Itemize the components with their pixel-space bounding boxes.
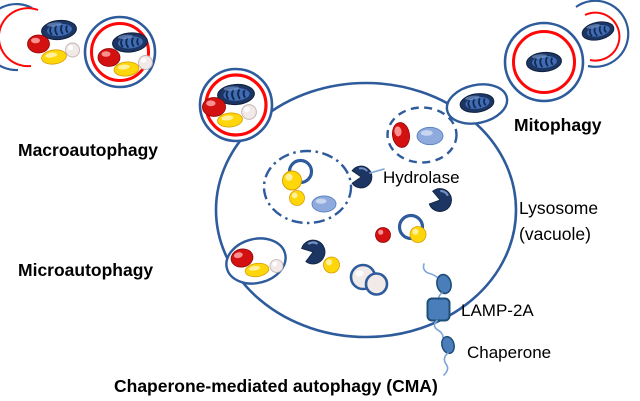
macroautophagy-autophagosome bbox=[83, 15, 157, 89]
autophagosome-inner-membrane bbox=[512, 30, 576, 94]
macroautophagy-phagophore bbox=[0, 3, 80, 72]
chaperone-tail-line bbox=[443, 352, 449, 376]
phagophore-inner-membrane-arc bbox=[0, 7, 39, 68]
yellow-sphere bbox=[323, 256, 340, 274]
chaperone-protein bbox=[441, 335, 455, 355]
mitophagy-autophagosome bbox=[503, 21, 585, 103]
phagophore-outer-membrane-arc bbox=[575, 0, 630, 68]
pearl-cargo bbox=[269, 259, 284, 273]
pearl-cargo bbox=[65, 42, 80, 58]
yellow-sphere bbox=[281, 170, 303, 191]
microautophagy-label: Microautophagy bbox=[18, 260, 153, 280]
yellow-sphere bbox=[289, 190, 305, 206]
degrading-vesicle-dashdot bbox=[262, 149, 353, 225]
lamp2a-label: LAMP-2A bbox=[461, 301, 534, 320]
cma-label: Chaperone-mediated autophagy (CMA) bbox=[114, 376, 438, 396]
mitophagy-label: Mitophagy bbox=[514, 115, 602, 135]
cma-machinery bbox=[422, 263, 455, 376]
pearl-cargo bbox=[241, 104, 257, 120]
hydrolase-pointer-line bbox=[369, 168, 385, 174]
red-cargo-vertical bbox=[392, 122, 410, 148]
yellow-sphere bbox=[409, 226, 427, 243]
chaperone-tail-line bbox=[433, 319, 444, 339]
mitochondrion bbox=[579, 18, 617, 44]
fusing-autophagosome bbox=[198, 67, 274, 143]
red-cargo bbox=[97, 48, 121, 67]
degrading-vesicle-dashed bbox=[386, 106, 458, 164]
lysosome-membrane bbox=[214, 81, 518, 339]
lightblue-cargo bbox=[311, 195, 337, 213]
lamp2a-channel bbox=[426, 297, 451, 322]
phagophore-outer-membrane-arc bbox=[0, 3, 33, 72]
lysosome-label: Lysosome bbox=[519, 198, 598, 218]
mitophagy-engulfment bbox=[445, 83, 509, 125]
macroautophagy-label: Macroautophagy bbox=[18, 140, 158, 160]
chaperone-label: Chaperone bbox=[467, 343, 551, 362]
mitophagy-phagophore bbox=[575, 0, 630, 68]
phagophore-inner-membrane-arc bbox=[584, 11, 621, 62]
vacuole-label: (vacuole) bbox=[519, 224, 591, 244]
lysosome-contents bbox=[262, 106, 458, 296]
pearl-vesicle bbox=[364, 272, 389, 296]
pearl-cargo bbox=[138, 55, 153, 70]
microautophagy-invagination bbox=[225, 237, 287, 285]
substrate-protein-line bbox=[422, 263, 441, 281]
substrate-protein bbox=[436, 273, 452, 295]
lysosome-vacuole bbox=[214, 81, 518, 339]
hydrolase-label: Hydrolase bbox=[383, 168, 460, 187]
red-cargo bbox=[27, 34, 50, 54]
red-cargo bbox=[201, 97, 227, 117]
autophagosome-inner-membrane bbox=[90, 22, 150, 82]
red-sphere bbox=[375, 227, 391, 243]
pearl-highlight bbox=[355, 270, 364, 277]
autophagosome-outer-membrane bbox=[83, 15, 157, 89]
lightblue-cargo bbox=[416, 126, 444, 146]
